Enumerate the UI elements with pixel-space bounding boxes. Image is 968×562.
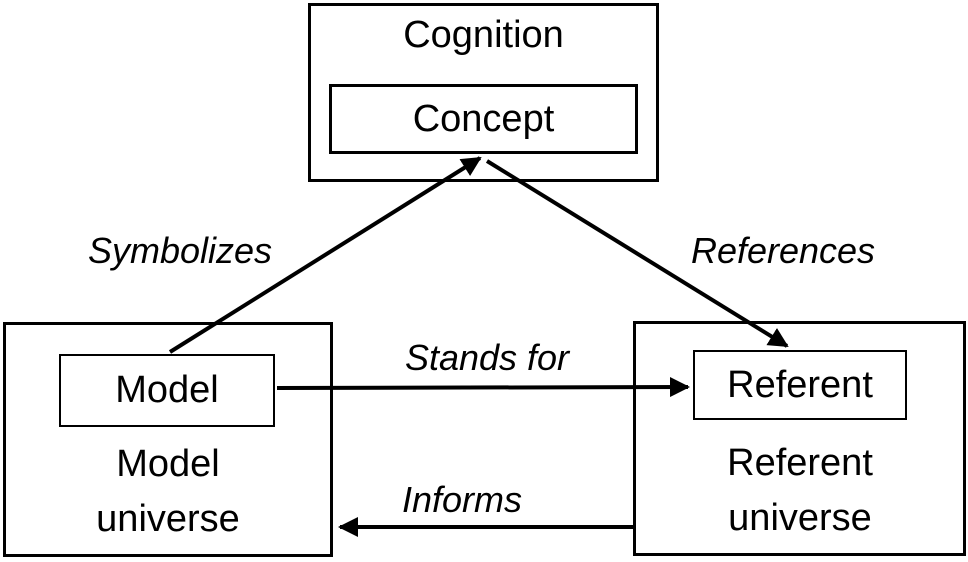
edge-label-symbolizes: Symbolizes (87, 230, 273, 271)
model-universe-label: Model universe (96, 443, 240, 540)
referent-universe-label: Referent universe (727, 442, 873, 539)
cognition-label: Cognition (403, 14, 564, 56)
referent-box: Referent (693, 350, 907, 420)
edge-label-references: References (690, 230, 876, 271)
edge-label-stands-for: Stands for (404, 337, 570, 378)
stands-for-arrow (276, 377, 690, 398)
concept-box: Concept (329, 84, 638, 154)
edge-label-informs: Informs (401, 479, 523, 520)
model-label: Model (115, 369, 219, 411)
model-box: Model (59, 354, 275, 427)
referent-label: Referent (727, 363, 873, 406)
concept-label: Concept (412, 97, 555, 140)
